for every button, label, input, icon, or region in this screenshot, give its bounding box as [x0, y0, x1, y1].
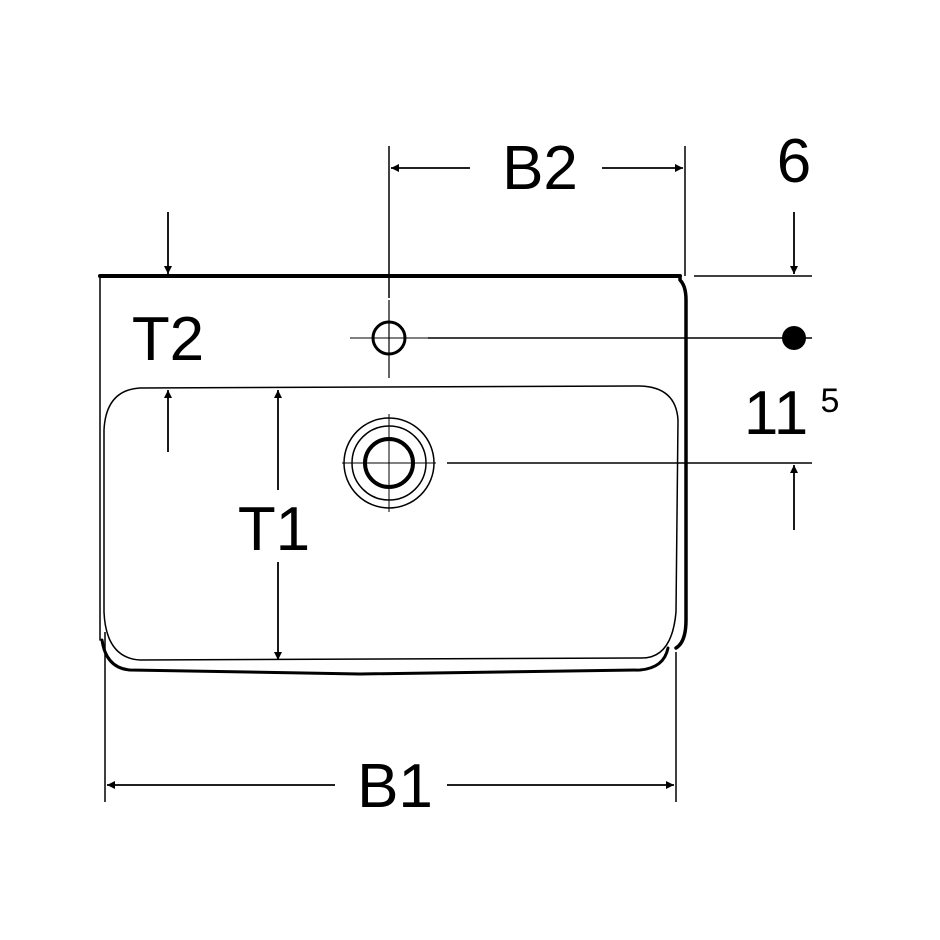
label-hole-offset-main: 11	[744, 379, 808, 448]
label-b1: B1	[357, 752, 433, 821]
label-hole-offset-superscript: 5	[821, 382, 840, 420]
label-b2: B2	[502, 134, 578, 203]
tap-hole	[350, 300, 428, 378]
basin-outline	[98, 274, 688, 676]
label-t2: T2	[132, 305, 204, 374]
drain-hole	[342, 414, 436, 512]
label-hole-offset: 11	[744, 379, 808, 448]
label-rim-offset: 6	[777, 127, 811, 196]
extension-lines	[104, 146, 812, 802]
inner-bowl	[103, 385, 679, 661]
label-t1: T1	[238, 495, 310, 564]
basin-right-side	[674, 274, 688, 650]
basin-bottom-edge	[100, 638, 670, 676]
